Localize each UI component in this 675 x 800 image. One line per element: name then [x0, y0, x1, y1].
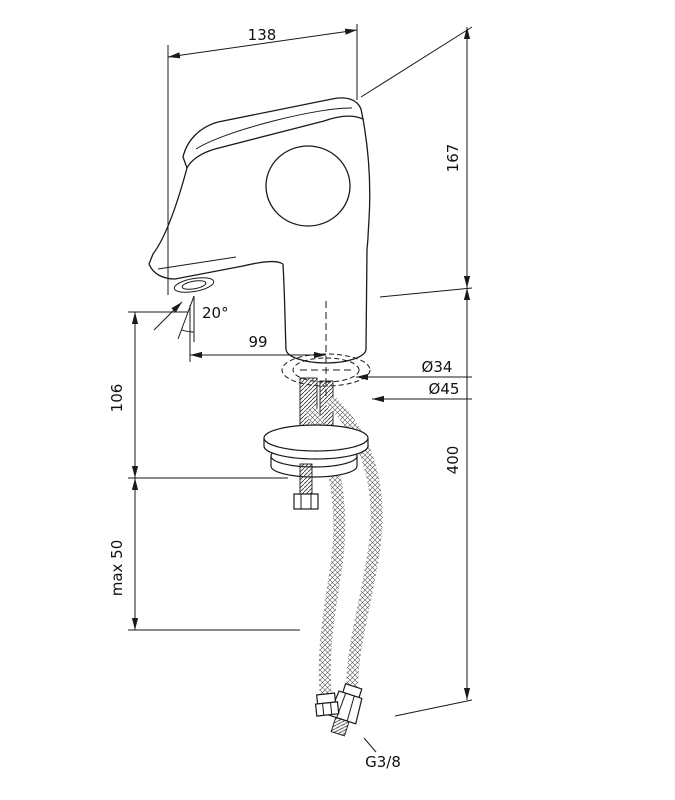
aerator [173, 277, 215, 293]
fixing-bolt [293, 463, 319, 510]
dim-max-deck-thickness: max 50 [108, 478, 300, 631]
dim-height-167: 167 [360, 26, 473, 298]
dim-spout-angle: 20° [153, 295, 229, 342]
spout-body [148, 167, 284, 280]
dim-hose-length-400: 400 [394, 288, 473, 717]
dim-dia34-label: Ø34 [422, 358, 453, 376]
faucet-outline [148, 97, 371, 364]
dim-spout-reach-99: 99 [189, 305, 326, 362]
mounting-hardware [263, 377, 383, 737]
dim-138-label: 138 [248, 26, 277, 44]
dim-spout-height-106: 106 [108, 311, 288, 479]
dim-overall-length: 138 [167, 24, 358, 295]
column-left-edge [282, 263, 287, 350]
dim-max50-label: max 50 [108, 540, 126, 597]
dim-167-label: 167 [444, 144, 462, 173]
cartridge-face-circle [265, 145, 351, 227]
dim-dia45-label: Ø45 [429, 380, 460, 398]
lever-top-edge [195, 107, 353, 150]
column-right-edge [365, 248, 368, 350]
dim-hole-diameters: Ø34 Ø45 [356, 358, 472, 403]
washer [263, 424, 369, 460]
hole-inner-ellipse [292, 357, 360, 383]
thread-g38-label: G3/8 [365, 753, 401, 771]
dim-106-label: 106 [108, 384, 126, 413]
dim-20deg-label: 20° [202, 304, 229, 322]
hose-end-cap [314, 692, 340, 717]
dim-99-label: 99 [248, 333, 267, 351]
body-front-edge [362, 118, 371, 250]
dim-400-label: 400 [444, 446, 462, 475]
thread-callout: G3/8 [363, 737, 401, 771]
spout-inner-lip [157, 256, 237, 270]
